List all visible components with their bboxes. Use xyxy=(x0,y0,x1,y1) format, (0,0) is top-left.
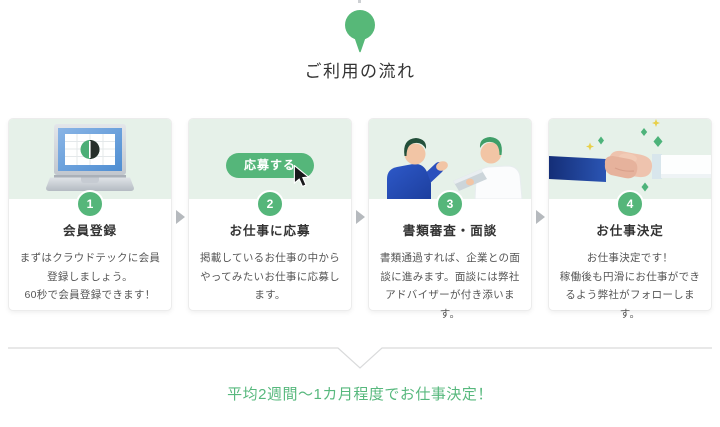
cursor-arrow-icon xyxy=(293,165,310,188)
top-edge-artifact xyxy=(358,0,361,3)
step-number: 1 xyxy=(86,197,94,211)
step-description-line: 60秒で会員登録できます！ xyxy=(24,289,156,302)
step-title: 会員登録 xyxy=(62,224,117,238)
step-title: 書類審査・面談 xyxy=(402,224,498,238)
step-card-4: 4 お仕事決定 お仕事決定です！ 稼働後も円滑にお仕事ができるよう弊社がフォロー… xyxy=(548,118,712,320)
interview-illustration-icon xyxy=(387,137,523,199)
step-description-line: お仕事決定です！ xyxy=(586,252,674,264)
notched-divider xyxy=(8,347,712,369)
step-description-line: 稼働後も円滑にお仕事ができるよう弊社がフォローします。 xyxy=(559,270,701,321)
step-2-illustration: 応募する xyxy=(189,119,351,199)
step-separator xyxy=(172,118,188,311)
balloon-pin-icon xyxy=(345,10,375,53)
steps-row: 1 会員登録 まずはクラウドテックに会員登録しましょう。 60秒で会員登録できま… xyxy=(8,118,712,320)
right-arrow-icon xyxy=(355,210,365,224)
step-separator xyxy=(352,118,368,311)
step-3-number-badge: 3 xyxy=(436,190,464,218)
right-arrow-icon xyxy=(175,210,185,224)
step-4-number-badge: 4 xyxy=(616,190,644,218)
right-arrow-icon xyxy=(535,210,545,224)
step-1-body: 会員登録 まずはクラウドテックに会員登録しましょう。 60秒で会員登録できます！ xyxy=(9,199,171,305)
step-3-illustration xyxy=(369,119,531,199)
step-description-line: 掲載しているお仕事の中からやってみたいお仕事に応募します。 xyxy=(199,252,341,302)
step-separator xyxy=(532,118,548,311)
step-4-illustration xyxy=(549,119,711,199)
step-description-line: 書類通過すれば、企業との面談に進みます。面談には弊社アドバイザーが付き添います。 xyxy=(379,252,521,321)
laptop-illustration-icon xyxy=(46,124,134,191)
handshake-illustration-icon xyxy=(549,119,711,199)
step-title: お仕事決定 xyxy=(596,224,664,238)
section-title: ご利用の流れ xyxy=(304,62,416,81)
step-2-body: お仕事に応募 掲載しているお仕事の中からやってみたいお仕事に応募します。 xyxy=(189,199,351,305)
step-card-3: 3 書類審査・面談 書類通過すれば、企業との面談に進みます。面談には弊社アドバイ… xyxy=(368,118,532,320)
step-number: 3 xyxy=(446,197,454,211)
step-2-number-badge: 2 xyxy=(256,190,284,218)
step-4-body: お仕事決定 お仕事決定です！ 稼働後も円滑にお仕事ができるよう弊社がフォローしま… xyxy=(549,199,711,324)
step-number: 2 xyxy=(266,197,274,211)
step-card-1: 1 会員登録 まずはクラウドテックに会員登録しましょう。 60秒で会員登録できま… xyxy=(8,118,172,311)
step-number: 4 xyxy=(626,197,634,211)
duration-note: 平均2週間〜1カ月程度でお仕事決定！ xyxy=(227,386,493,403)
step-description-line: まずはクラウドテックに会員登録しましょう。 xyxy=(19,252,161,283)
step-1-illustration xyxy=(9,119,171,199)
step-card-2: 応募する 2 お仕事に応募 掲載しているお仕事の中からやってみたいお仕事に応募し… xyxy=(188,118,352,311)
step-title: お仕事に応募 xyxy=(229,224,311,238)
step-1-number-badge: 1 xyxy=(76,190,104,218)
step-3-body: 書類審査・面談 書類通過すれば、企業との面談に進みます。面談には弊社アドバイザー… xyxy=(369,199,531,324)
